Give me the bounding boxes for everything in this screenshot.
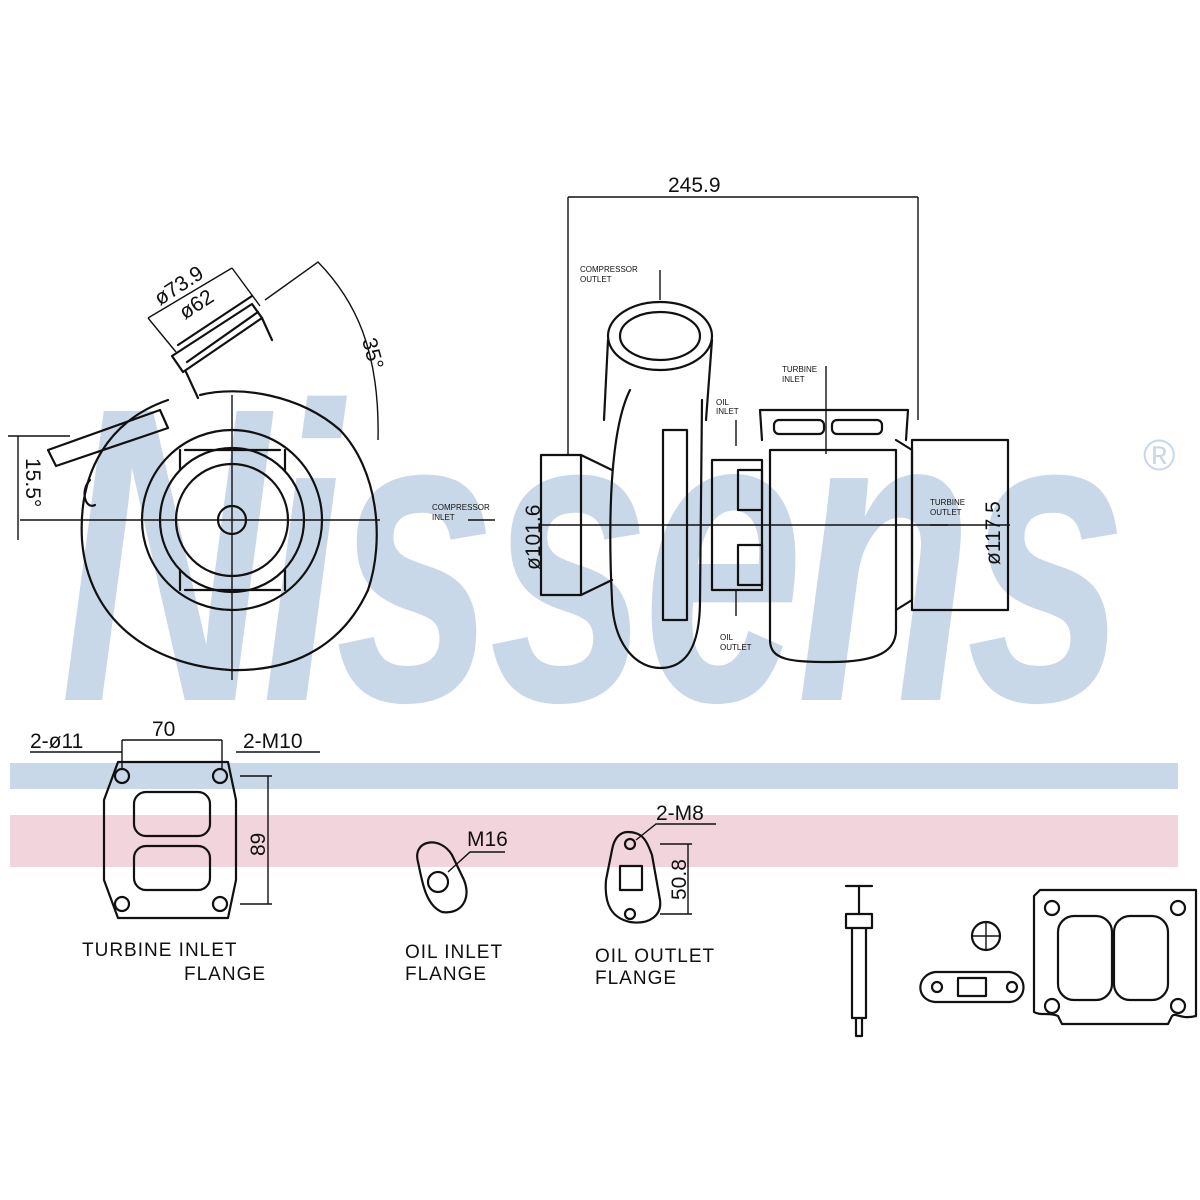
outlet-lip bbox=[176, 294, 260, 364]
compressor-outlet-bore bbox=[618, 310, 702, 362]
pink-band bbox=[10, 815, 1178, 867]
turbine-flange-label-1: TURBINE INLET bbox=[82, 940, 238, 961]
compressor-inlet-l1: COMPRESSOR bbox=[432, 503, 490, 512]
front-view: ø73.9 ø62 35° 15.5° bbox=[8, 261, 388, 680]
oil-inlet-l2: INLET bbox=[716, 407, 739, 416]
oil-inlet-hole bbox=[426, 870, 450, 894]
oil-tube-bracket bbox=[83, 478, 97, 507]
turbine-gasket-port-left bbox=[1056, 914, 1114, 1002]
flange-hole-tr bbox=[211, 767, 229, 785]
outlet-neck bbox=[184, 316, 274, 400]
turbine-flange-label-2: FLANGE bbox=[184, 964, 266, 985]
oil-outlet-l2: OUTLET bbox=[720, 643, 752, 652]
kit-parts bbox=[844, 884, 1198, 1038]
turbine-gasket-hole-bl bbox=[1043, 997, 1061, 1015]
turbine-outlet-l1: TURBINE bbox=[930, 498, 965, 507]
watermark: Nissens ® bbox=[10, 321, 1178, 867]
turbine-gasket bbox=[1032, 888, 1198, 1026]
oil-tube bbox=[46, 408, 170, 468]
oil-outlet-label-2: FLANGE bbox=[595, 968, 677, 989]
flange-hole-br bbox=[211, 895, 229, 913]
dim-width: 70 bbox=[152, 718, 175, 741]
compressor-outlet-l2: OUTLET bbox=[580, 275, 612, 284]
turbine-inlet-l1: TURBINE bbox=[782, 365, 817, 374]
turbine-inlet-port-1 bbox=[772, 418, 826, 436]
dim-overall-length: 245.9 bbox=[668, 174, 721, 197]
oil-inlet-outline bbox=[416, 841, 468, 914]
turbine-flange-dims bbox=[30, 739, 320, 905]
oil-outlet-hole-bottom bbox=[623, 907, 637, 921]
oil-gasket-hole-right bbox=[1005, 980, 1019, 994]
oil-outlet-l1: OIL bbox=[720, 633, 733, 642]
oil-outlet-port bbox=[618, 864, 644, 892]
oil-outlet-hole-top bbox=[623, 837, 637, 851]
washer-cross bbox=[972, 922, 1000, 950]
compressor-inlet-l2: INLET bbox=[432, 513, 455, 522]
oil-outlet-outline bbox=[604, 830, 662, 924]
bearing-boss-bottom bbox=[736, 543, 764, 587]
dim-holes: 2-ø11 bbox=[30, 730, 83, 753]
blue-band bbox=[10, 763, 1178, 789]
turbine-gasket-hole-tr bbox=[1169, 899, 1187, 917]
bearing-boss-top bbox=[736, 468, 764, 512]
dim-oil-inlet-thread: M16 bbox=[467, 828, 508, 851]
oil-inlet-l1: OIL bbox=[716, 398, 729, 407]
oil-outlet-label-1: OIL OUTLET bbox=[595, 946, 715, 967]
compressor-outlet-l1: COMPRESSOR bbox=[580, 265, 638, 274]
dim-ext-dia bbox=[147, 267, 261, 353]
dim-dia-left: ø101.6 bbox=[522, 505, 545, 570]
registered-mark: ® bbox=[1143, 431, 1175, 480]
oil-gasket-port bbox=[956, 976, 988, 998]
compressor-outlet-flange bbox=[606, 300, 714, 372]
stud-bolt bbox=[844, 884, 874, 1038]
turbine-outlet-l2: OUTLET bbox=[930, 508, 962, 517]
turbine-inlet-port-2 bbox=[830, 418, 884, 436]
turbine-housing bbox=[768, 448, 898, 664]
oil-inlet-label-2: FLANGE bbox=[405, 964, 487, 985]
turbine-gasket-hole-tl bbox=[1043, 899, 1061, 917]
oil-inlet-leader bbox=[447, 851, 505, 873]
oil-gasket-hole-left bbox=[930, 980, 944, 994]
volute-outline bbox=[80, 390, 378, 672]
dim-ext-15 bbox=[8, 435, 70, 540]
compressor-outlet-neck bbox=[602, 338, 714, 422]
turbine-gasket-hole-br bbox=[1169, 997, 1187, 1015]
flange-hole-bl bbox=[113, 895, 131, 913]
compressor-inlet-taper bbox=[579, 453, 614, 597]
turbine-flange-port-top bbox=[132, 790, 212, 838]
turbine-flange-port-bottom bbox=[132, 844, 212, 892]
oil-gasket bbox=[919, 970, 1025, 1004]
oil-inlet-flange-detail: M16 OIL INLET FLANGE bbox=[405, 828, 508, 985]
dim-angle-15: 15.5° bbox=[21, 458, 44, 507]
dim-height: 89 bbox=[247, 833, 270, 856]
dim-threads: 2-M10 bbox=[243, 730, 303, 753]
compressor-housing bbox=[609, 388, 704, 670]
dim-dia-right: ø117.5 bbox=[982, 501, 1005, 565]
watermark-logo: Nissens bbox=[60, 321, 1120, 790]
turbine-inlet-l2: INLET bbox=[782, 375, 805, 384]
dim-oil-outlet-threads: 2-M8 bbox=[656, 802, 704, 825]
dim-arc-35 bbox=[264, 261, 379, 441]
turbine-inlet-flange-detail: 2-ø11 70 2-M10 89 TURBINE INLET FLANGE bbox=[30, 718, 320, 985]
turbine-inlet-flange bbox=[758, 408, 910, 442]
dim-oil-outlet-spacing: 50.8 bbox=[668, 859, 691, 900]
oil-inlet-label-1: OIL INLET bbox=[405, 942, 503, 963]
turbine-gasket-port-right bbox=[1112, 914, 1170, 1002]
flow-arrows bbox=[468, 270, 948, 616]
oil-outlet-flange-detail: 2-M8 50.8 OIL OUTLET FLANGE bbox=[595, 802, 716, 989]
turbine-flange-outline bbox=[102, 760, 238, 920]
oil-outlet-dims bbox=[635, 823, 716, 915]
side-view: 245.9 COMPRESSOR OUTLET TURBINE INLET OI… bbox=[432, 174, 1010, 670]
